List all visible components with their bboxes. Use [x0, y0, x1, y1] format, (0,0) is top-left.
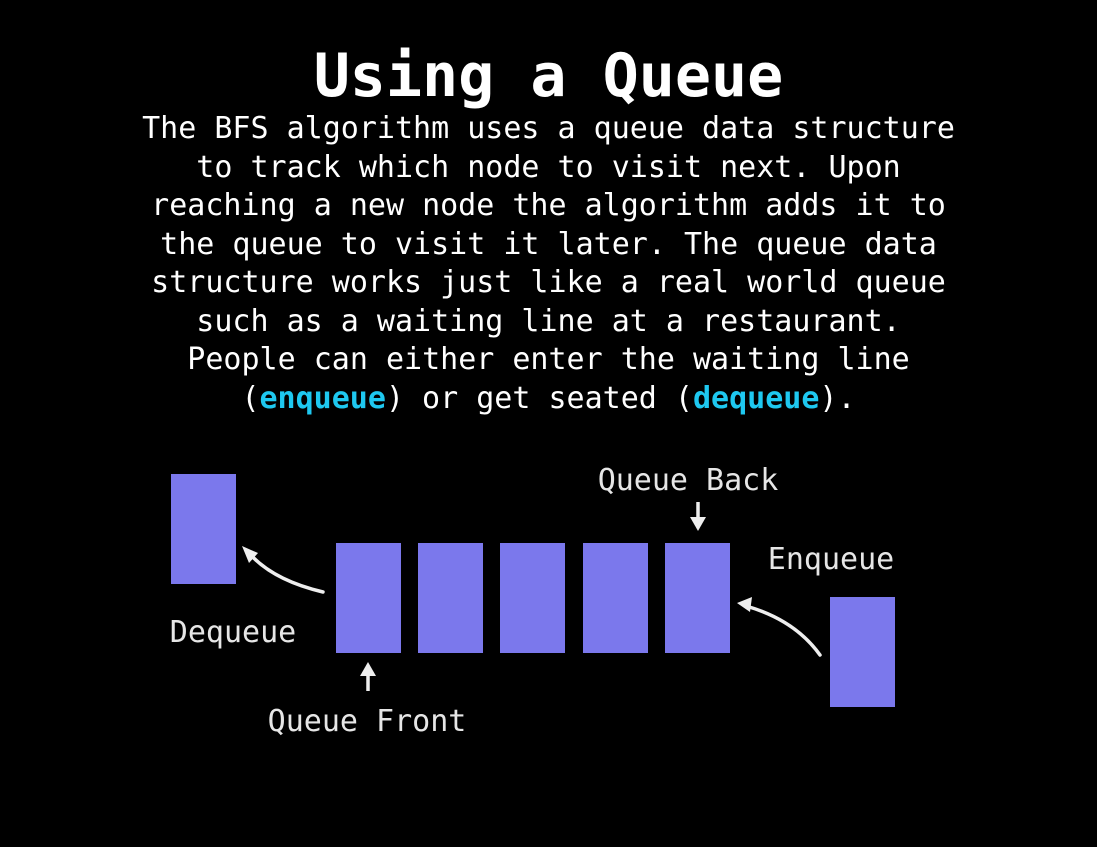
paragraph-line: to track which node to visit next. Upon: [196, 149, 901, 185]
enqueue-label: Enqueue: [768, 542, 894, 577]
queue-slot-box: [336, 543, 401, 653]
enqueue-term: enqueue: [259, 380, 386, 416]
queue-slot-box: [583, 543, 648, 653]
queue-back-label: Queue Back: [598, 463, 779, 498]
dequeued-element-box: [171, 474, 236, 584]
queue-slot-box: [418, 543, 483, 653]
paragraph-line: structure works just like a real world q…: [151, 265, 946, 300]
queue-front-label: Queue Front: [268, 704, 467, 739]
paragraph-line: reaching a new node the algorithm adds i…: [151, 188, 946, 223]
paragraph-close: ).: [819, 380, 856, 416]
enqueued-element-box: [830, 597, 895, 707]
paragraph-line: The BFS algorithm uses a queue data stru…: [142, 111, 955, 146]
paragraph-line: such as a waiting line at a restaurant.: [196, 303, 901, 339]
queue-slot-box: [500, 543, 565, 653]
description-paragraph: The BFS algorithm uses a queue data stru…: [0, 110, 1097, 418]
dequeue-arrowhead: [242, 546, 258, 563]
paragraph-last-line: (enqueue) or get seated (dequeue).: [0, 380, 1097, 419]
dequeue-arrow: [246, 550, 325, 594]
page-title: Using a Queue: [313, 41, 784, 111]
queue-front-arrowhead: [360, 662, 376, 676]
enqueue-arrowhead: [737, 597, 752, 612]
paragraph-middle: ) or get seated (: [385, 380, 693, 416]
paragraph-line: the queue to visit it later. The queue d…: [160, 226, 937, 262]
dequeue-term: dequeue: [692, 380, 820, 416]
enqueue-arrow: [744, 604, 822, 657]
open-paren: (: [241, 380, 260, 416]
dequeue-label: Dequeue: [170, 615, 296, 650]
queue-slot-box: [665, 543, 730, 653]
queue-back-arrowhead: [690, 517, 706, 531]
paragraph-line: People can either enter the waiting line: [187, 342, 910, 377]
